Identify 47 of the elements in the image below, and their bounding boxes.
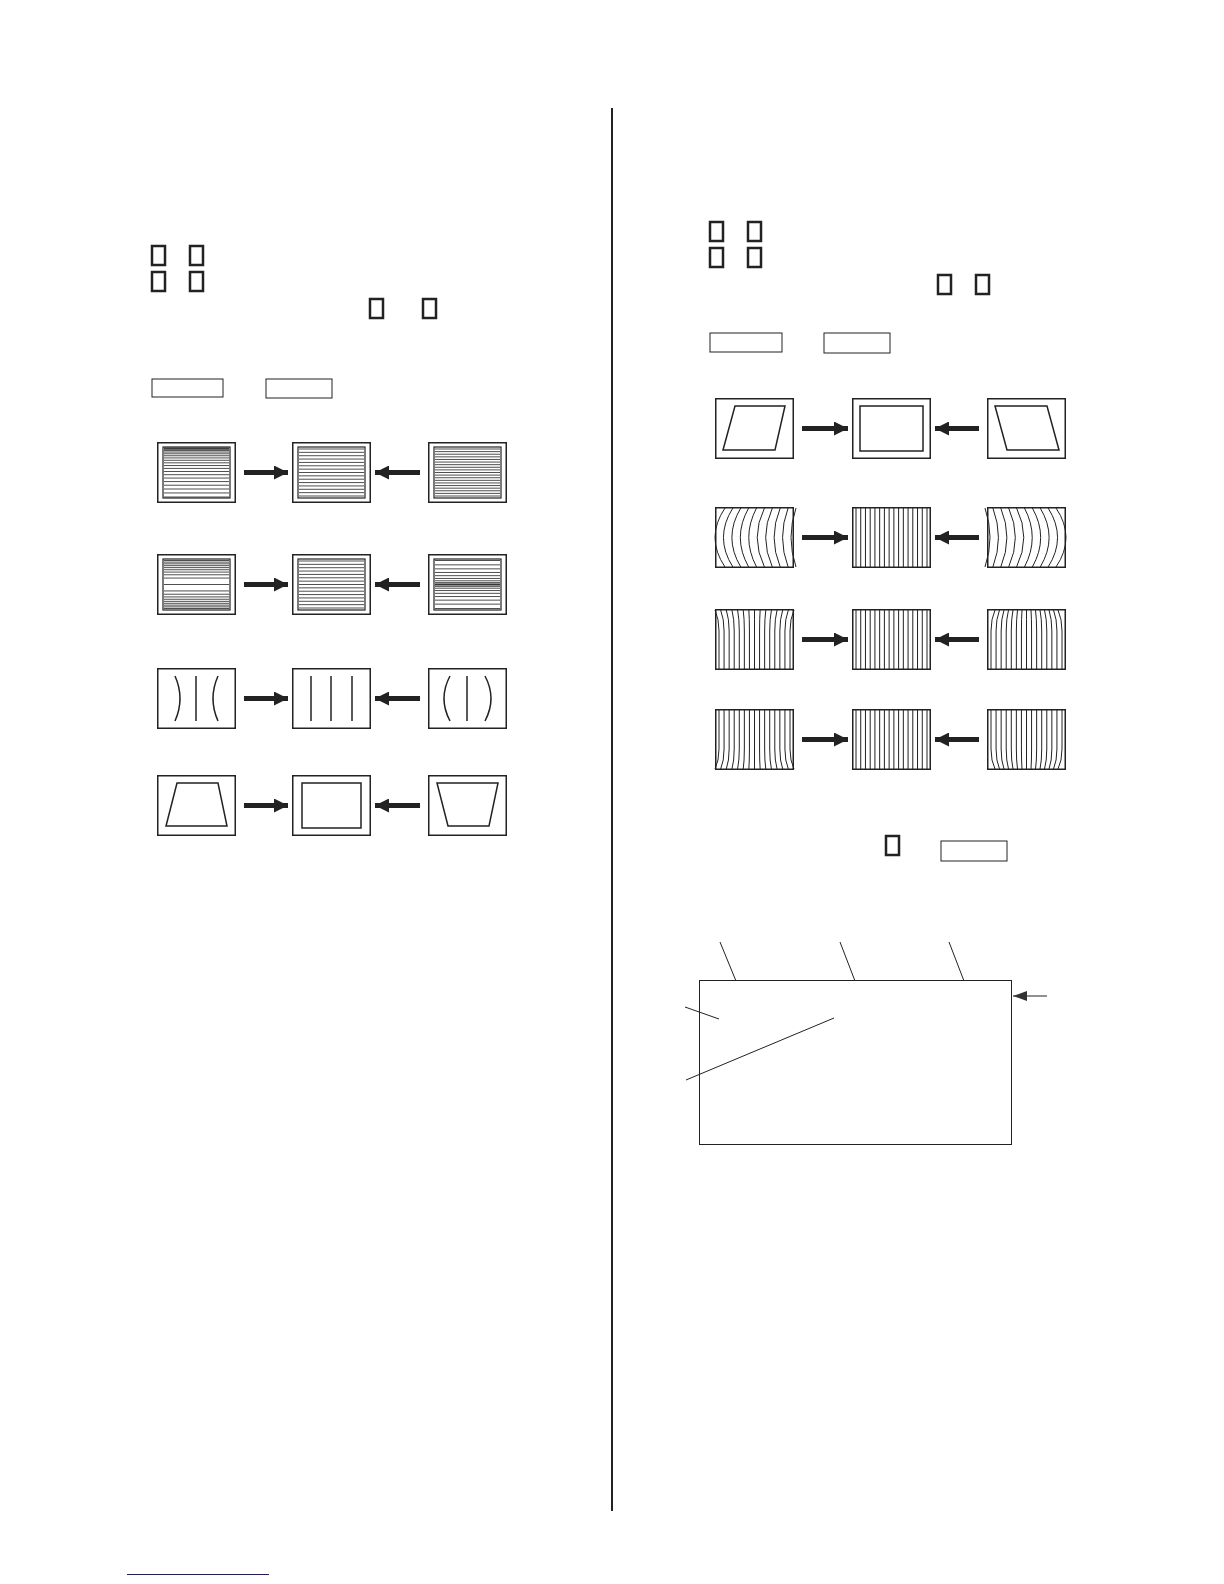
screen-drawing bbox=[715, 398, 794, 459]
screen-drawing bbox=[157, 775, 236, 836]
arrow bbox=[375, 691, 420, 706]
arrow bbox=[935, 530, 979, 545]
screen-drawing bbox=[987, 398, 1066, 459]
arrow bbox=[244, 798, 288, 813]
arrow bbox=[802, 530, 848, 545]
screen-drawing bbox=[852, 609, 931, 670]
arrow bbox=[935, 421, 979, 436]
screen-drawing bbox=[715, 507, 794, 568]
leader-line bbox=[839, 941, 856, 982]
screen-drawing bbox=[987, 709, 1066, 770]
arrow bbox=[244, 577, 288, 592]
screen-drawing bbox=[852, 507, 931, 568]
screen-drawing bbox=[987, 609, 1066, 670]
screen-drawing bbox=[292, 442, 371, 503]
arrow bbox=[802, 632, 848, 647]
arrow bbox=[802, 732, 848, 747]
screen-drawing bbox=[428, 775, 507, 836]
arrow bbox=[935, 632, 979, 647]
arrow bbox=[244, 691, 288, 706]
screen-drawing bbox=[715, 609, 794, 670]
arrow bbox=[802, 421, 848, 436]
screen-drawing bbox=[852, 398, 931, 459]
screen-drawing bbox=[157, 554, 236, 615]
screen-drawing bbox=[428, 442, 507, 503]
screen-drawing bbox=[292, 775, 371, 836]
screen-drawing bbox=[428, 668, 507, 729]
screen-drawing bbox=[292, 668, 371, 729]
leader-line bbox=[684, 1006, 720, 1020]
arrow bbox=[375, 798, 420, 813]
leader-line bbox=[685, 1017, 835, 1081]
arrow bbox=[935, 732, 979, 747]
screen-drawing bbox=[157, 668, 236, 729]
arrow bbox=[1012, 991, 1048, 1001]
screen-drawing bbox=[852, 709, 931, 770]
screen-drawing bbox=[292, 554, 371, 615]
arrow bbox=[244, 465, 288, 480]
leader-line bbox=[948, 941, 965, 982]
screen-drawing bbox=[428, 554, 507, 615]
screen-drawing bbox=[987, 507, 1066, 568]
arrow bbox=[375, 577, 420, 592]
arrow bbox=[375, 465, 420, 480]
display-frame bbox=[699, 980, 1012, 1145]
leader-line bbox=[719, 941, 737, 982]
screen-drawing bbox=[715, 709, 794, 770]
screen-drawing bbox=[157, 442, 236, 503]
